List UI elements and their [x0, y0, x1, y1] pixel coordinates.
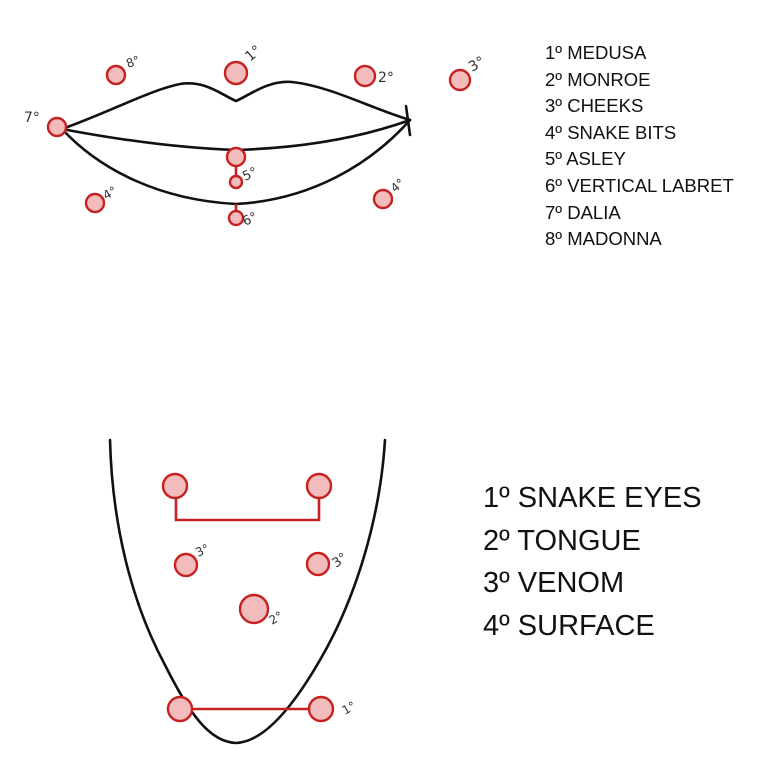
lip-legend-item: 2º MONROE: [545, 67, 734, 94]
lip-corner-mark: [404, 104, 412, 137]
ashley-back-ball: [228, 174, 244, 190]
tongue-legend-item: 1º SNAKE EYES: [483, 477, 702, 520]
medusa-piercing: [223, 60, 249, 86]
venom-piercing-right: [305, 551, 331, 577]
lip-legend-name: MEDUSA: [567, 42, 647, 63]
monroe-piercing: [353, 64, 377, 88]
vertical-labret-label: 6°: [240, 210, 260, 230]
venom-left-label: 3°: [193, 541, 211, 559]
tongue-legend-item: 4º SURFACE: [483, 605, 702, 648]
tongue-legend-number: 4: [483, 609, 500, 642]
ordinal-mark: º: [499, 609, 518, 642]
lip-legend-name: DALIA: [567, 201, 621, 223]
ashley-label: 5°: [240, 165, 260, 185]
ordinal-mark: º: [555, 148, 567, 170]
snake-eyes-piercing-right: [307, 695, 335, 723]
lip-legend-name: CHEEKS: [567, 95, 644, 117]
ordinal-mark: º: [555, 42, 568, 63]
lip-legend-name: MONROE: [567, 68, 651, 90]
snake-eyes-label: 1°: [340, 699, 359, 718]
lip-legend-item: 7º DALIA: [545, 200, 734, 227]
surface-bar: [174, 498, 321, 522]
lip-legend-number: 6: [545, 174, 556, 196]
tongue-legend-item: 2º TONGUE: [483, 520, 702, 563]
snake-bite-right-label: 4°: [388, 176, 407, 195]
lip-legend-number: 5: [545, 148, 556, 170]
lip-legend-number: 8: [545, 228, 556, 250]
tongue-legend-name: TONGUE: [517, 524, 641, 557]
ordinal-mark: º: [555, 228, 568, 250]
lip-line: [60, 118, 412, 152]
lip-legend-number: 2: [545, 68, 556, 90]
lip-legend-name: MADONNA: [567, 228, 662, 250]
tongue-legend-number: 1: [483, 482, 500, 514]
lip-legend-item: 1º MEDUSA: [545, 40, 734, 67]
ordinal-mark: º: [499, 482, 518, 514]
surface-piercing-left: [161, 472, 189, 500]
snake-bite-right-piercing: [372, 188, 394, 210]
medusa-label: 1°: [242, 43, 264, 65]
dahlia-label: 7°: [24, 110, 40, 126]
tongue-drawing: [108, 438, 387, 745]
tongue-piercings: 3° 3° 2° 1°: [161, 472, 359, 723]
lip-legend-item: 8º MADONNA: [545, 226, 734, 253]
lip-legend-name: VERTICAL LABRET: [567, 174, 734, 196]
tongue-legend-item: 3º VENOM: [483, 562, 702, 605]
lip-piercings: 1° 2° 3° 4° 4° 5° 6° 7° 8°: [24, 43, 488, 230]
tongue-legend-number: 3: [483, 567, 500, 599]
madonna-piercing: [105, 64, 127, 86]
lip-legend-number: 3: [545, 95, 556, 117]
tongue-legend-number: 2: [483, 524, 500, 557]
venom-right-label: 3°: [330, 551, 351, 572]
snake-bite-left-piercing: [84, 192, 106, 214]
madonna-label: 8°: [124, 53, 142, 71]
tongue-legend-name: SURFACE: [517, 609, 655, 642]
venom-piercing-left: [173, 552, 199, 578]
upper-lip-outline: [60, 80, 412, 131]
ordinal-mark: º: [555, 201, 568, 223]
ordinal-mark: º: [555, 95, 568, 117]
tongue-label: 2°: [267, 609, 286, 628]
snake-bite-left-label: 4°: [101, 184, 120, 203]
cheek-piercing: [448, 68, 472, 92]
tongue-legend-name: SNAKE EYES: [517, 482, 702, 514]
lip-legend-item: 5º ASLEY: [545, 146, 734, 173]
lip-legend-number: 1: [545, 42, 556, 63]
ordinal-mark: º: [555, 121, 568, 143]
lip-legend-item: 6º VERTICAL LABRET: [545, 173, 734, 200]
lip-legend-item: 4º SNAKE BITS: [545, 120, 734, 147]
cheek-label: 3°: [466, 54, 488, 76]
vertical-labret-piercing: [227, 209, 245, 227]
ordinal-mark: º: [499, 567, 518, 599]
lip-legend-name: ASLEY: [566, 148, 626, 170]
ashley-piercing: [225, 146, 247, 168]
lip-legend-item: 3º CHEEKS: [545, 93, 734, 120]
tongue-outline: [108, 438, 387, 745]
lip-legend-number: 4: [545, 121, 556, 143]
monroe-label: 2°: [378, 70, 394, 86]
lip-legend-name: SNAKE BITS: [567, 121, 677, 143]
lip-legend-number: 7: [545, 201, 556, 223]
tongue-legend-name: VENOM: [517, 567, 625, 599]
snake-eyes-piercing-left: [166, 695, 194, 723]
ordinal-mark: º: [555, 68, 568, 90]
ordinal-mark: º: [499, 524, 518, 557]
surface-piercing-right: [305, 472, 333, 500]
tongue-piercing: [238, 593, 270, 625]
dahlia-piercing: [46, 116, 68, 138]
ordinal-mark: º: [555, 174, 568, 196]
